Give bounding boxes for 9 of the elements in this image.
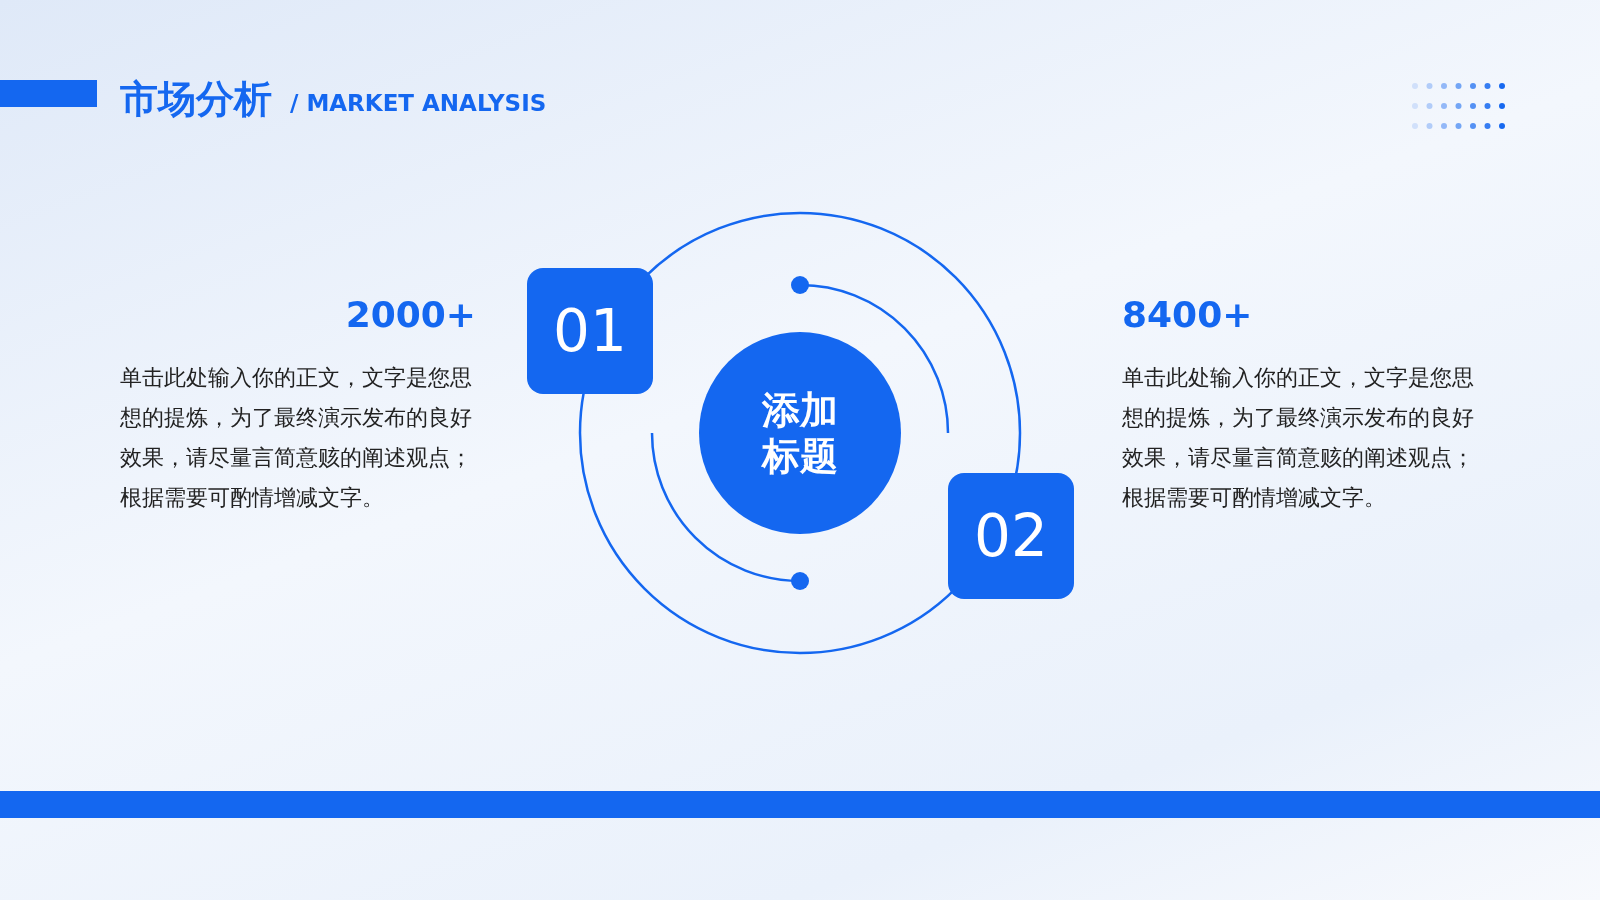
stat-number: 2000+ <box>344 294 476 335</box>
slide-title: 市场分析 <box>120 76 272 123</box>
body-paragraph: 单击此处输入你的正文，文字是您思想的提炼，为了最终演示发布的良好效果，请尽量言简意赅的阐述观点；根据需要可酌情增减文字。 <box>1122 364 1475 512</box>
subtitle: / MARKET ANALYSIS <box>290 90 547 116</box>
number-badge: 01 <box>527 268 653 394</box>
number-badge: 02 <box>948 473 1074 599</box>
center-circle: 添加标题 <box>699 332 901 534</box>
stat-number: 8400+ <box>1122 294 1253 335</box>
body-paragraph: 单击此处输入你的正文，文字是您思想的提炼，为了最终演示发布的良好效果，请尽量言简意赅的阐述观点；根据需要可酌情增减文字。 <box>120 364 473 512</box>
